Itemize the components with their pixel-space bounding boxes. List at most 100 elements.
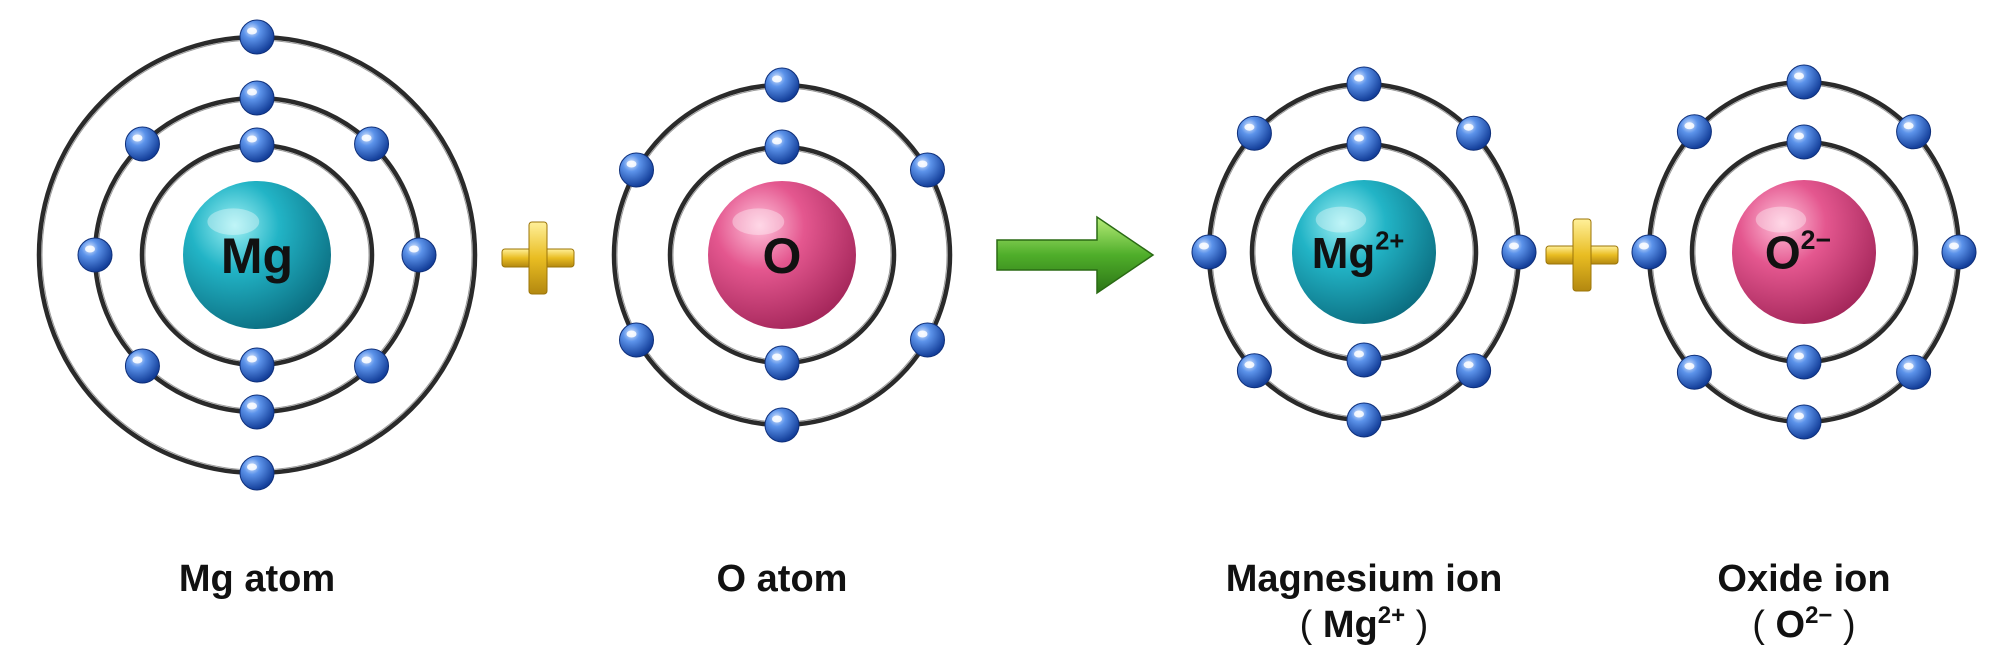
electron-highlight (772, 137, 782, 145)
mg-atom-caption: Mg atom (179, 556, 335, 602)
electron (1501, 234, 1537, 270)
mg-ion-symbol: Mg2+ (1312, 227, 1405, 277)
electron-highlight (1684, 122, 1695, 130)
electron-highlight (247, 463, 257, 471)
electron-highlight (247, 88, 257, 96)
electron-highlight (1794, 352, 1804, 360)
electron (764, 67, 800, 103)
o-ion-symbol: O2− (1765, 225, 1831, 278)
electron-highlight (1903, 122, 1914, 130)
electron-highlight (1463, 361, 1474, 369)
o-ion-nucleus (1732, 180, 1876, 324)
electron (1786, 404, 1822, 440)
electron (1676, 114, 1712, 150)
caption-formula: ( Mg2+ ) (1299, 602, 1429, 647)
electron-highlight (772, 75, 782, 83)
plus-2-plus-icon (1545, 218, 1619, 292)
electron-highlight (1244, 361, 1255, 369)
electron-highlight (132, 356, 143, 364)
electron (1941, 234, 1977, 270)
electron (1786, 344, 1822, 380)
mg-ion-caption: Magnesium ion( Mg2+ ) (1226, 556, 1503, 648)
electron-highlight (247, 355, 257, 363)
electron-highlight (85, 245, 95, 253)
electron (354, 348, 390, 384)
electron (239, 455, 275, 491)
electron (239, 80, 275, 116)
electron-highlight (247, 402, 257, 410)
mg-atom-nucleus (183, 181, 331, 329)
reaction-arrow-arrow-icon (996, 215, 1155, 295)
electron (1676, 354, 1712, 390)
nucleus-highlight (1755, 206, 1807, 233)
electron (1346, 66, 1382, 102)
nucleus-highlight (1315, 206, 1367, 233)
electron-highlight (247, 135, 257, 143)
nucleus-highlight (207, 208, 260, 236)
electron (619, 152, 655, 188)
electron-highlight (1794, 132, 1804, 140)
electron-highlight (626, 330, 637, 338)
electron (1236, 353, 1272, 389)
electron-highlight (361, 356, 372, 364)
o-ion-model: O2− (1631, 64, 1977, 440)
electron (1786, 124, 1822, 160)
electron-highlight (772, 353, 782, 361)
electron (239, 347, 275, 383)
electron (1631, 234, 1667, 270)
mg-ion-nucleus (1292, 180, 1436, 324)
electron-highlight (1244, 123, 1255, 131)
electron (619, 322, 655, 358)
electron-highlight (1794, 72, 1804, 80)
o-atom-nucleus (708, 181, 856, 329)
electron (1896, 354, 1932, 390)
electron-highlight (626, 160, 637, 168)
electron-highlight (132, 134, 143, 142)
electron (239, 394, 275, 430)
electron-highlight (1639, 242, 1649, 250)
electron-highlight (1199, 242, 1209, 250)
electron-highlight (1354, 350, 1364, 358)
electron-highlight (1949, 242, 1959, 250)
caption-label: O atom (716, 558, 848, 600)
electron (1456, 115, 1492, 151)
electron-highlight (1354, 410, 1364, 418)
electron-highlight (917, 160, 928, 168)
electron (1346, 342, 1382, 378)
electron (764, 345, 800, 381)
electron (909, 152, 945, 188)
plus-1-plus-icon (501, 221, 575, 295)
electron (239, 127, 275, 163)
electron-highlight (1509, 242, 1519, 250)
o-ion-caption: Oxide ion( O2− ) (1717, 556, 1890, 648)
electron (909, 322, 945, 358)
electron-highlight (409, 245, 419, 253)
electron (1786, 64, 1822, 100)
mg-ion-model: Mg2+ (1191, 66, 1537, 438)
electron (1896, 114, 1932, 150)
o-atom-model: O (611, 67, 953, 443)
electron-highlight (247, 27, 257, 35)
electron-highlight (1354, 134, 1364, 142)
mg-atom-symbol: Mg (221, 228, 293, 284)
plus-bar-vertical (528, 221, 548, 295)
electron (764, 129, 800, 165)
electron-highlight (772, 415, 782, 423)
nucleus-highlight (732, 208, 785, 236)
electron-highlight (361, 134, 372, 142)
arrow-shape (996, 215, 1155, 295)
electron (1236, 115, 1272, 151)
caption-formula: ( O2− ) (1752, 602, 1856, 647)
plus-bar-vertical (1572, 218, 1592, 292)
electron (77, 237, 113, 273)
electron (1346, 402, 1382, 438)
electron-highlight (1903, 362, 1914, 370)
electron (239, 19, 275, 55)
electron (124, 126, 160, 162)
electron (401, 237, 437, 273)
caption-label: Magnesium ion (1225, 558, 1503, 600)
electron (124, 348, 160, 384)
caption-label: Mg atom (178, 558, 336, 600)
electron-highlight (1463, 123, 1474, 131)
electron (1191, 234, 1227, 270)
